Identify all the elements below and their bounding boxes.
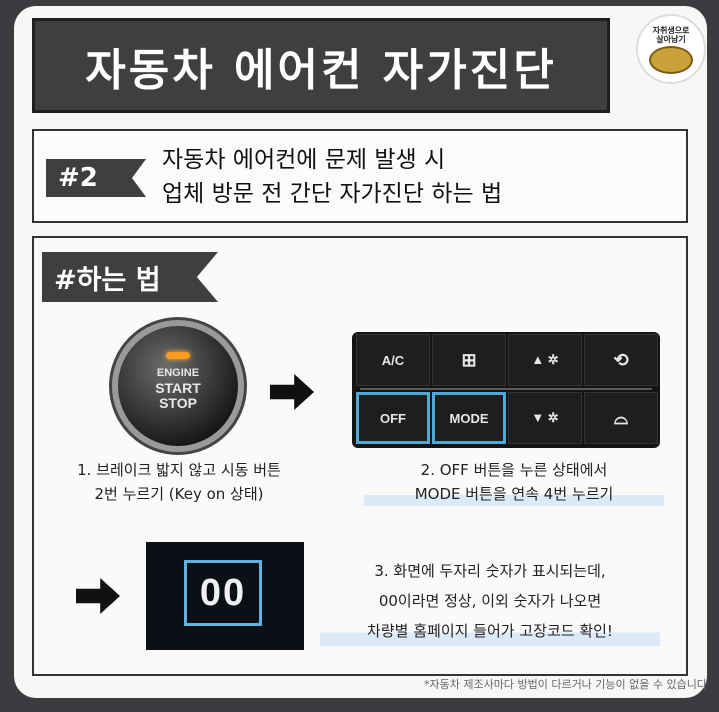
fan-up-button: ▲ ✲ bbox=[508, 334, 582, 386]
step-3-line-2: 00이라면 정상, 이외 숫자가 나오면 bbox=[378, 592, 602, 610]
subtitle-box: #2 자동차 에어컨에 문제 발생 시 업체 방문 전 간단 자가진단 하는 법 bbox=[32, 129, 688, 223]
panel-divider bbox=[360, 388, 652, 390]
step-1-line-2: 2번 누르기 (Key on 상태) bbox=[94, 485, 264, 503]
fan-down-button: ▼ ✲ bbox=[508, 392, 582, 444]
engine-label-1: ENGINE bbox=[156, 367, 200, 379]
step-2-line-2: MODE 버튼을 연속 4번 누르기 bbox=[364, 482, 664, 506]
engine-start-button-image: ENGINE START STOP bbox=[118, 326, 238, 446]
brand-badge: 자취생으로 살아남기 bbox=[636, 14, 706, 84]
step-3-caption: 3. 화면에 두자리 숫자가 표시되는데, 00이라면 정상, 이외 숫자가 나… bbox=[320, 556, 660, 646]
ac-display-image: 00 bbox=[146, 542, 304, 650]
badge-logo-icon bbox=[649, 46, 693, 74]
footnote: *자동차 제조사마다 방법이 다르거나 기능이 없을 수 있습니다 bbox=[424, 678, 707, 691]
recirculation-icon: ⟲ bbox=[584, 334, 658, 386]
subtitle-line-1: 자동차 에어컨에 문제 발생 시 bbox=[162, 147, 446, 173]
step-2-line-1: 2. OFF 버튼을 누른 상태에서 bbox=[420, 461, 608, 479]
ac-button: A/C bbox=[356, 334, 430, 386]
step-1-caption: 1. 브레이크 밟지 않고 시동 버튼 2번 누르기 (Key on 상태) bbox=[44, 458, 314, 506]
ac-control-panel-image: A/C ⊞ ▲ ✲ ⟲ OFF MODE ▼ ✲ ⌓ bbox=[352, 332, 660, 448]
rear-defrost-icon: ⊞ bbox=[432, 334, 506, 386]
display-readout: 00 bbox=[184, 560, 262, 626]
page-title: 자동차 에어컨 자가진단 bbox=[85, 44, 557, 96]
step-2-caption: 2. OFF 버튼을 누른 상태에서 MODE 버튼을 연속 4번 누르기 bbox=[364, 458, 664, 506]
engine-led-icon bbox=[166, 352, 190, 359]
fresh-air-icon: ⌓ bbox=[584, 392, 658, 444]
how-to-box: #하는 법 ENGINE START STOP A/C ⊞ ▲ ✲ ⟲ OFF … bbox=[32, 236, 688, 676]
off-button: OFF bbox=[356, 392, 430, 444]
step-3-line-3: 차량별 홈페이지 들어가 고장코드 확인! bbox=[320, 616, 660, 646]
arrow-right-icon bbox=[76, 578, 120, 614]
badge-text: 자취생으로 살아남기 bbox=[652, 26, 690, 44]
how-to-tag: #하는 법 bbox=[42, 252, 218, 302]
section-tag: #2 bbox=[46, 159, 146, 197]
subtitle-text: 자동차 에어컨에 문제 발생 시 업체 방문 전 간단 자가진단 하는 법 bbox=[162, 143, 502, 211]
title-banner: 자동차 에어컨 자가진단 bbox=[32, 18, 610, 113]
engine-label-2: START bbox=[155, 380, 201, 396]
engine-label-3: STOP bbox=[159, 395, 197, 411]
mode-button: MODE bbox=[432, 392, 506, 444]
arrow-right-icon bbox=[270, 374, 314, 410]
step-3-line-1: 3. 화면에 두자리 숫자가 표시되는데, bbox=[374, 562, 606, 580]
subtitle-line-2: 업체 방문 전 간단 자가진단 하는 법 bbox=[162, 181, 503, 207]
step-1-line-1: 1. 브레이크 밟지 않고 시동 버튼 bbox=[77, 461, 281, 479]
